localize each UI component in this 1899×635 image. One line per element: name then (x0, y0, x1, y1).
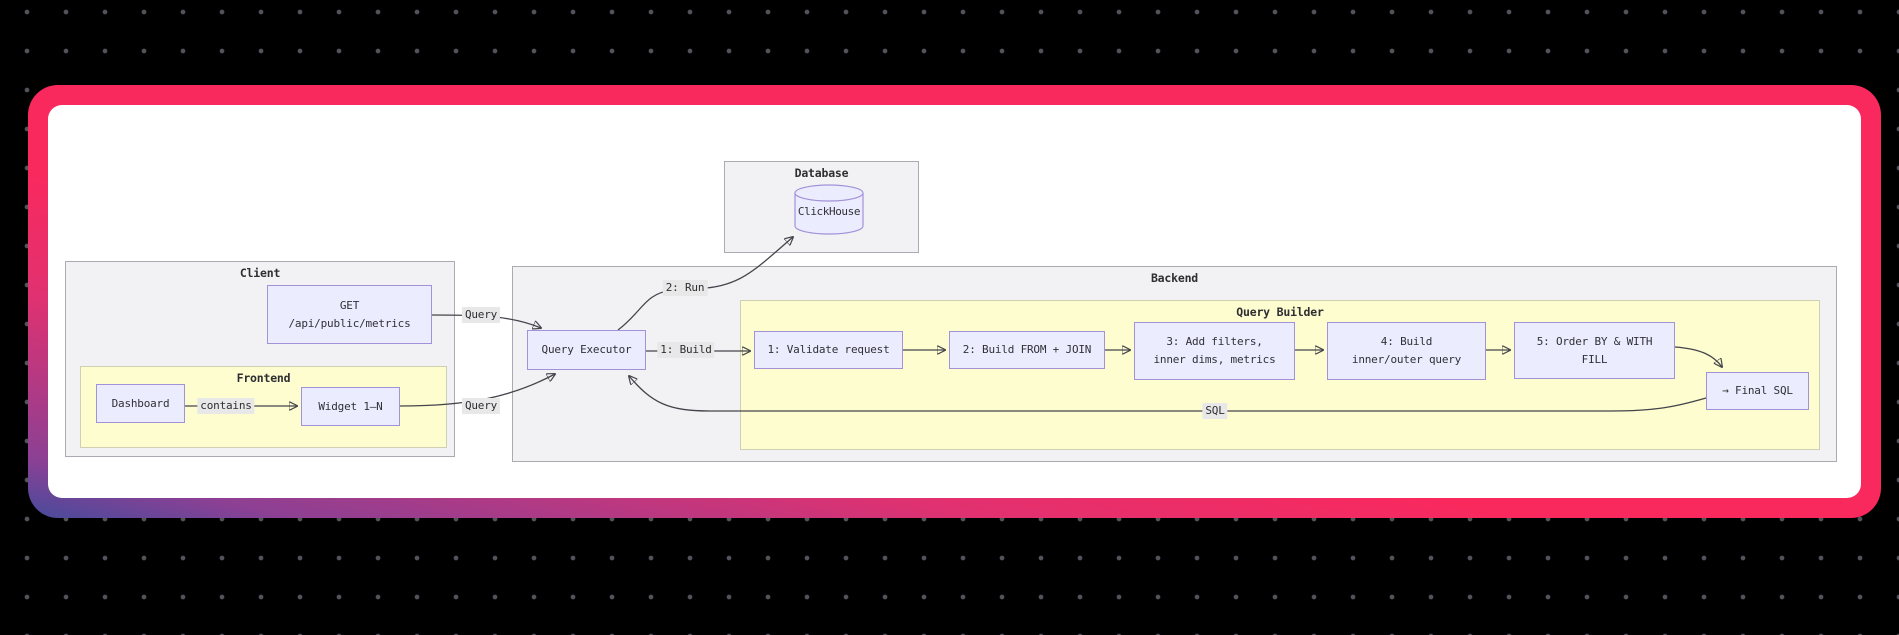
node-get-line2: /api/public/metrics (288, 316, 411, 330)
node-get-line1: GET (339, 298, 360, 312)
cluster-frontend-title: Frontend (236, 371, 291, 385)
node-step4-inner-outer: 4: Build inner/outer query (1327, 322, 1486, 380)
edge-label-run: 2: Run (662, 280, 708, 296)
node-step3-line1: 3: Add filters, (1166, 335, 1263, 348)
node-step3-line2: inner dims, metrics (1153, 353, 1276, 366)
node-query-executor: Query Executor (527, 330, 646, 370)
database-cylinder-icon (794, 184, 864, 235)
edge-label-query-bottom: Query (461, 398, 501, 414)
cluster-database-title: Database (794, 166, 849, 180)
edge-label-build: 1: Build (657, 342, 715, 358)
node-step5-line2: FILL (1581, 352, 1608, 366)
node-clickhouse: ClickHouse (793, 183, 865, 237)
node-step5-order-fill: 5: Order BY & WITH FILL (1514, 322, 1675, 379)
node-step4-line2: inner/outer query (1351, 353, 1462, 366)
cluster-query-builder-title: Query Builder (1236, 305, 1324, 319)
node-clickhouse-label: ClickHouse (797, 205, 861, 218)
edge-label-contains: contains (197, 398, 255, 414)
node-step1-validate: 1: Validate request (754, 331, 903, 369)
node-step5-line1: 5: Order BY & WITH (1536, 334, 1653, 348)
node-dashboard: Dashboard (96, 384, 185, 423)
node-final-sql: → Final SQL (1706, 372, 1809, 410)
edge-label-query-top: Query (461, 307, 501, 323)
node-step2-from-join: 2: Build FROM + JOIN (949, 331, 1105, 369)
node-step4-line1: 4: Build (1380, 335, 1433, 348)
node-get-endpoint: GET /api/public/metrics (267, 285, 432, 344)
cluster-client-title: Client (239, 266, 281, 280)
node-widget: Widget 1–N (301, 387, 400, 426)
edge-label-sql: SQL (1202, 403, 1228, 419)
cluster-backend-title: Backend (1150, 271, 1199, 285)
node-step3-filters: 3: Add filters, inner dims, metrics (1134, 322, 1295, 380)
